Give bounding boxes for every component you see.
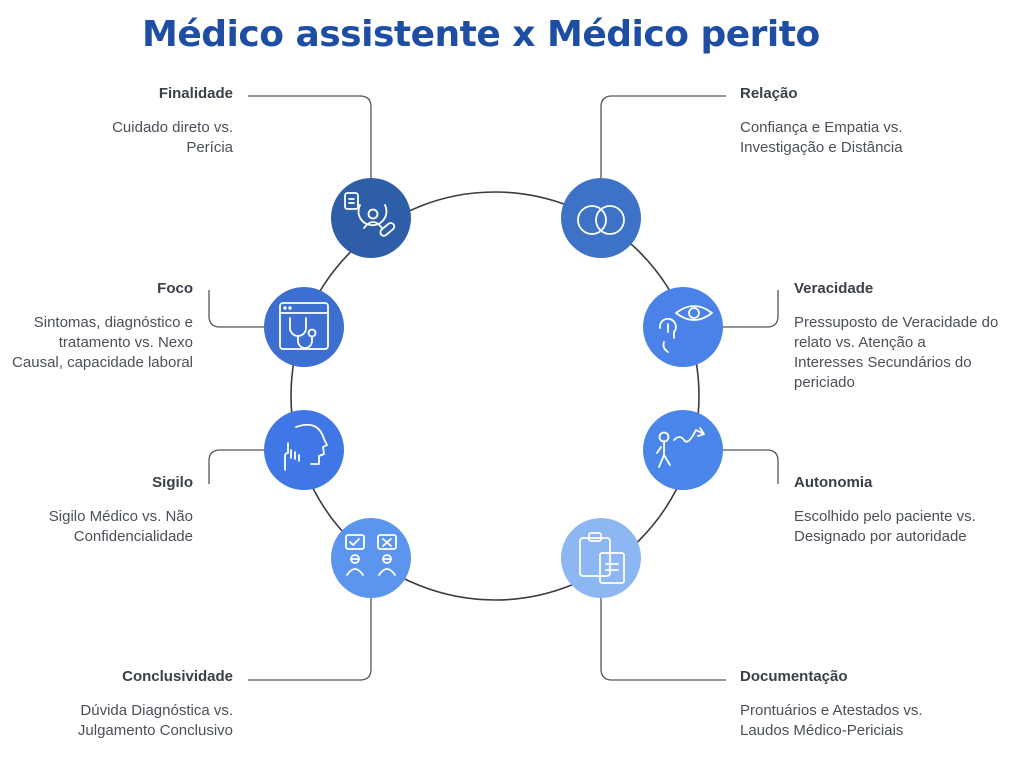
label-finalidade: Finalidade Cuidado direto vs. Perícia [20, 84, 233, 158]
node-documentacao [561, 518, 641, 598]
label-conclusividade: Conclusividade Dúvida Diagnóstica vs. Ju… [20, 667, 233, 741]
description-foco: Sintomas, diagnóstico e tratamento vs. N… [12, 314, 193, 371]
description-finalidade: Cuidado direto vs. Perícia [112, 119, 233, 156]
connector-finalidade [248, 95, 372, 186]
node-conclusividade [331, 518, 411, 598]
connector-relacao [600, 95, 726, 186]
heading-conclusividade: Conclusividade [122, 668, 233, 685]
central-ring [290, 191, 700, 601]
label-veracidade: Veracidade Pressuposto de Veracidade do … [794, 279, 999, 393]
heading-documentacao: Documentação [740, 668, 848, 685]
clipboard-document-icon [579, 532, 625, 584]
label-foco: Foco Sintomas, diagnóstico e tratamento … [8, 279, 193, 373]
label-documentacao: Documentação Prontuários e Atestados vs.… [740, 667, 935, 741]
heading-sigilo: Sigilo [152, 474, 193, 491]
connector-autonomia [722, 449, 779, 484]
heading-autonomia: Autonomia [794, 474, 873, 491]
node-foco [264, 287, 344, 367]
heading-finalidade: Finalidade [158, 85, 233, 102]
connector-conclusividade [248, 598, 372, 681]
label-sigilo: Sigilo Sigilo Médico vs. Não Confidencia… [8, 473, 193, 547]
node-veracidade [643, 287, 723, 367]
connectors [208, 95, 779, 681]
node-circle-documentacao [561, 518, 641, 598]
node-finalidade [331, 178, 411, 258]
node-circle-foco [264, 287, 344, 367]
heading-relacao: Relação [740, 85, 798, 102]
stethoscope-window-icon [279, 302, 329, 350]
description-conclusividade: Dúvida Diagnóstica vs. Julgamento Conclu… [77, 702, 233, 739]
connector-veracidade [722, 290, 779, 328]
description-documentacao: Prontuários e Atestados vs. Laudos Médic… [740, 702, 923, 739]
check-vs-cross-icon [345, 534, 397, 576]
patient-care-icon [344, 192, 396, 237]
description-sigilo: Sigilo Médico vs. Não Confidencialidade [48, 508, 193, 545]
node-circle-conclusividade [331, 518, 411, 598]
silence-gesture-icon [284, 423, 328, 471]
label-relacao: Relação Confiança e Empatia vs. Investig… [740, 84, 945, 158]
node-relacao [561, 178, 641, 258]
connector-foco [208, 290, 266, 328]
connector-sigilo [208, 449, 266, 484]
page-title: Médico assistente x Médico perito [142, 14, 820, 55]
node-sigilo [264, 410, 344, 490]
directing-person-icon [656, 427, 705, 468]
node-autonomia [643, 410, 723, 490]
node-circle-autonomia [643, 410, 723, 490]
heading-foco: Foco [157, 280, 193, 297]
node-circle-relacao [561, 178, 641, 258]
node-circle-veracidade [643, 287, 723, 367]
heading-veracidade: Veracidade [794, 280, 874, 297]
description-autonomia: Escolhido pelo paciente vs. Designado po… [794, 508, 976, 545]
eye-observer-icon [659, 305, 713, 353]
node-circle-sigilo [264, 410, 344, 490]
description-veracidade: Pressuposto de Veracidade do relato vs. … [794, 314, 999, 391]
overlapping-circles-icon [577, 205, 625, 235]
description-relacao: Confiança e Empatia vs. Investigação e D… [740, 119, 903, 156]
label-autonomia: Autonomia Escolhido pelo paciente vs. De… [794, 473, 994, 547]
connector-documentacao [600, 598, 726, 681]
